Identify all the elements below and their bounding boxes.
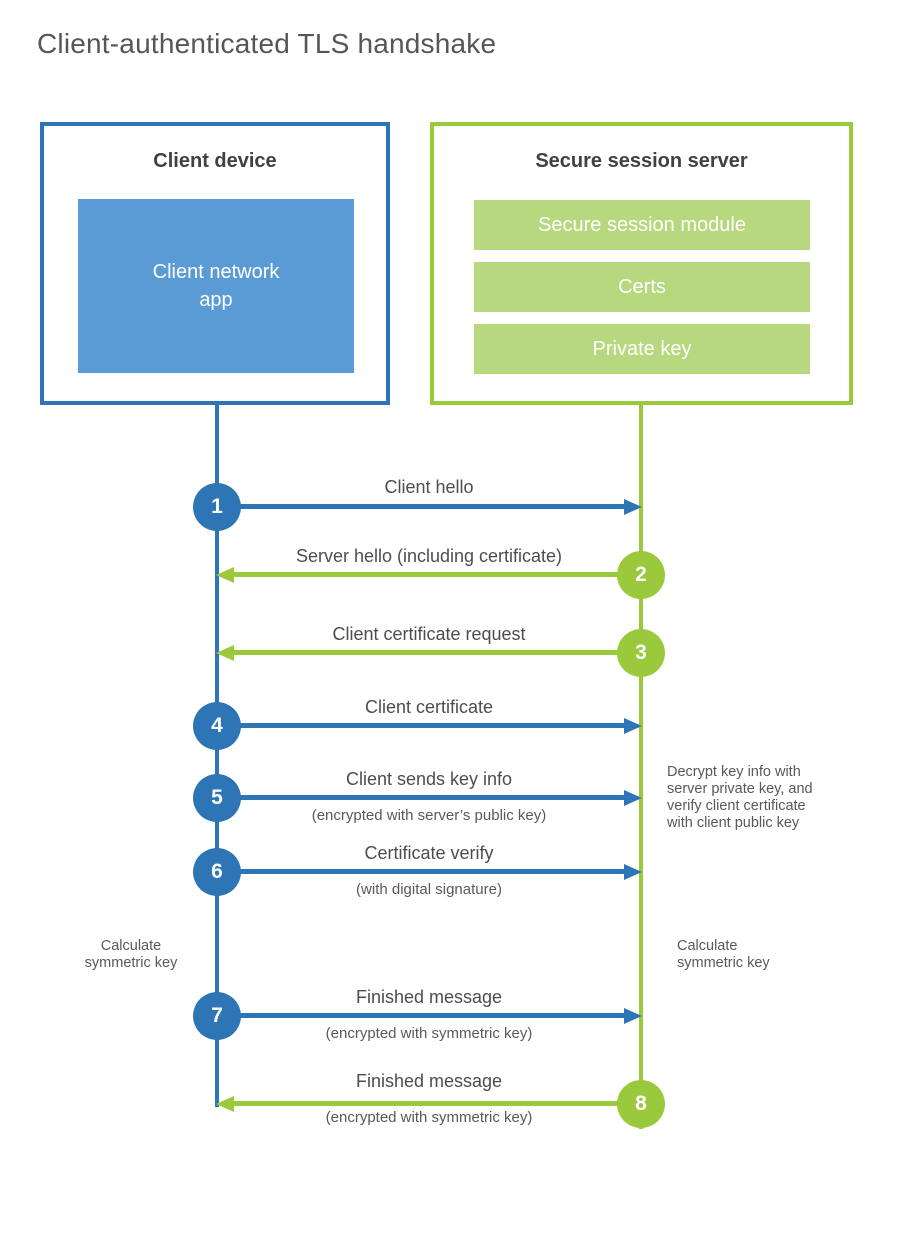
arrow-shaft [230, 572, 641, 577]
note-line: with client public key [667, 815, 800, 831]
note-decrypt-key-info: Decrypt key info with server private key… [667, 764, 837, 832]
sublabel-encrypted-symmetric-key-client: (encrypted with symmetric key) [325, 1025, 533, 1042]
label-client-certificate-request: Client certificate request [332, 624, 526, 644]
client-app-label-line1: Client network [152, 261, 280, 283]
arrowhead-left-icon [216, 1096, 234, 1112]
arrow-client-hello [217, 499, 642, 515]
client-lifeline [215, 405, 219, 1107]
arrow-finished-message-server [216, 1096, 641, 1112]
arrow-shaft [217, 504, 628, 509]
arrow-shaft [217, 723, 628, 728]
label-finished-message-server: Finished message [355, 1071, 503, 1091]
step-circle-4: 4 [193, 702, 241, 750]
client-device-box: Client device Client network app [40, 122, 390, 405]
step-circle-3: 3 [617, 629, 665, 677]
arrow-client-certificate [217, 718, 642, 734]
note-line: Decrypt key info with [667, 764, 801, 780]
step-circle-8: 8 [617, 1080, 665, 1128]
step-circle-7: 7 [193, 992, 241, 1040]
sublabel-encrypted-server-public-key: (encrypted with server’s public key) [311, 807, 547, 824]
secure-session-server-title: Secure session server [535, 150, 748, 172]
label-finished-message-client: Finished message [355, 987, 503, 1007]
note-line: Calculate [677, 938, 738, 954]
note-calculate-symmetric-key-server: Calculate symmetric key [677, 938, 797, 972]
label-client-sends-key-info: Client sends key info [345, 769, 513, 789]
step-circle-1: 1 [193, 483, 241, 531]
client-network-app-box: Client network app [78, 199, 354, 373]
arrow-shaft [217, 795, 628, 800]
arrow-finished-message-client [217, 1008, 642, 1024]
arrowhead-right-icon [624, 499, 642, 515]
sublabel-digital-signature: (with digital signature) [356, 881, 502, 898]
note-line: symmetric key [84, 955, 178, 971]
certs-bar: Certs [474, 262, 810, 312]
arrow-certificate-verify [217, 864, 642, 880]
secure-session-module-bar: Secure session module [474, 200, 810, 250]
note-calculate-symmetric-key-client: Calculate symmetric key [74, 938, 188, 972]
label-client-hello: Client hello [384, 477, 474, 497]
arrowhead-left-icon [216, 645, 234, 661]
label-client-certificate: Client certificate [364, 697, 494, 717]
note-line: server private key, and [667, 781, 813, 797]
private-key-bar: Private key [474, 324, 810, 374]
server-lifeline [639, 405, 643, 1129]
step-circle-2: 2 [617, 551, 665, 599]
arrowhead-right-icon [624, 864, 642, 880]
arrow-server-hello [216, 567, 641, 583]
arrow-client-sends-key-info [217, 790, 642, 806]
note-line: Calculate [100, 938, 162, 954]
arrowhead-right-icon [624, 718, 642, 734]
client-app-label-line2: app [199, 289, 233, 311]
note-line: verify client certificate [667, 798, 806, 814]
arrow-shaft [217, 869, 628, 874]
arrowhead-right-icon [624, 1008, 642, 1024]
arrow-shaft [230, 650, 641, 655]
label-server-hello: Server hello (including certificate) [295, 546, 563, 566]
arrow-client-certificate-request [216, 645, 641, 661]
client-device-title: Client device [153, 150, 277, 172]
arrowhead-right-icon [624, 790, 642, 806]
arrowhead-left-icon [216, 567, 234, 583]
page-title: Client-authenticated TLS handshake [37, 28, 497, 59]
arrow-shaft [217, 1013, 628, 1018]
note-line: symmetric key [677, 955, 770, 971]
sublabel-encrypted-symmetric-key-server: (encrypted with symmetric key) [325, 1109, 533, 1126]
secure-session-server-box: Secure session server Secure session mod… [430, 122, 853, 405]
step-circle-6: 6 [193, 848, 241, 896]
arrow-shaft [230, 1101, 641, 1106]
label-certificate-verify: Certificate verify [364, 843, 494, 863]
step-circle-5: 5 [193, 774, 241, 822]
